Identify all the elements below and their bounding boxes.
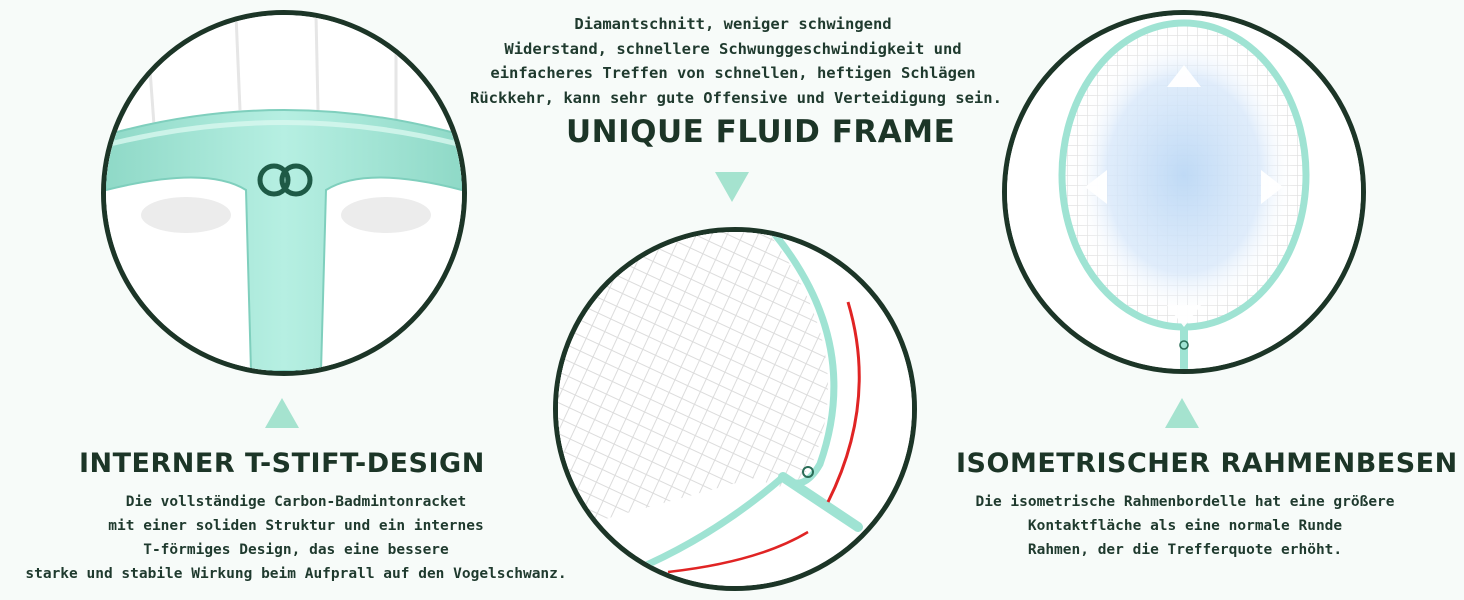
left-description-line: starke und stabile Wirkung beim Aufprall… [25, 566, 567, 582]
cg-logo-icon [1179, 340, 1189, 350]
arrow-left-icon [1085, 170, 1107, 204]
fluid-frame-illustration [558, 232, 912, 586]
arrow-down-icon [1167, 305, 1201, 327]
top-description-line: Widerstand, schnellere Schwunggeschwindi… [504, 39, 962, 58]
unique-fluid-frame-heading: UNIQUE FLUID FRAME [566, 114, 956, 150]
arrow-right-icon [1261, 170, 1283, 204]
cg-logo-icon [257, 163, 313, 197]
top-description-line: Rückkehr, kann sehr gute Offensive und V… [470, 88, 1002, 107]
left-description-line: T-förmiges Design, das eine bessere [143, 542, 449, 558]
frame-closeup-image [553, 227, 917, 591]
triangle-up-icon [265, 398, 299, 428]
left-description-line: mit einer soliden Struktur und ein inter… [108, 518, 484, 534]
cg-logo-icon [802, 466, 814, 478]
right-description-line: Kontaktfläche als eine normale Runde [1027, 518, 1343, 534]
left-description: Die vollständige Carbon-Badmintonracket … [6, 490, 586, 586]
isometric-frame-illustration [1007, 15, 1361, 369]
right-description: Die isometrische Rahmenbordelle hat eine… [950, 490, 1420, 562]
top-description-line: Diamantschnitt, weniger schwingend [574, 15, 892, 33]
interner-t-stift-design-heading: INTERNER T-STIFT-DESIGN [79, 448, 485, 479]
triangle-down-icon [715, 172, 749, 202]
t-joint-closeup-image [101, 10, 467, 376]
top-description-line: einfacheres Treffen von schnellen, hefti… [490, 64, 976, 82]
top-description: Diamantschnitt, weniger schwingend Wider… [470, 12, 1002, 110]
right-description-line: Die isometrische Rahmenbordelle hat eine… [975, 494, 1395, 510]
isometric-head-image [1002, 10, 1366, 374]
triangle-up-icon [1165, 398, 1199, 428]
t-joint-illustration [106, 15, 462, 371]
isometrischer-rahmenbesen-heading: ISOMETRISCHER RAHMENBESEN [956, 448, 1458, 479]
left-description-line: Die vollständige Carbon-Badmintonracket [125, 494, 467, 510]
arrow-up-icon [1167, 65, 1201, 87]
right-description-line: Rahmen, der die Trefferquote erhöht. [1027, 542, 1343, 558]
